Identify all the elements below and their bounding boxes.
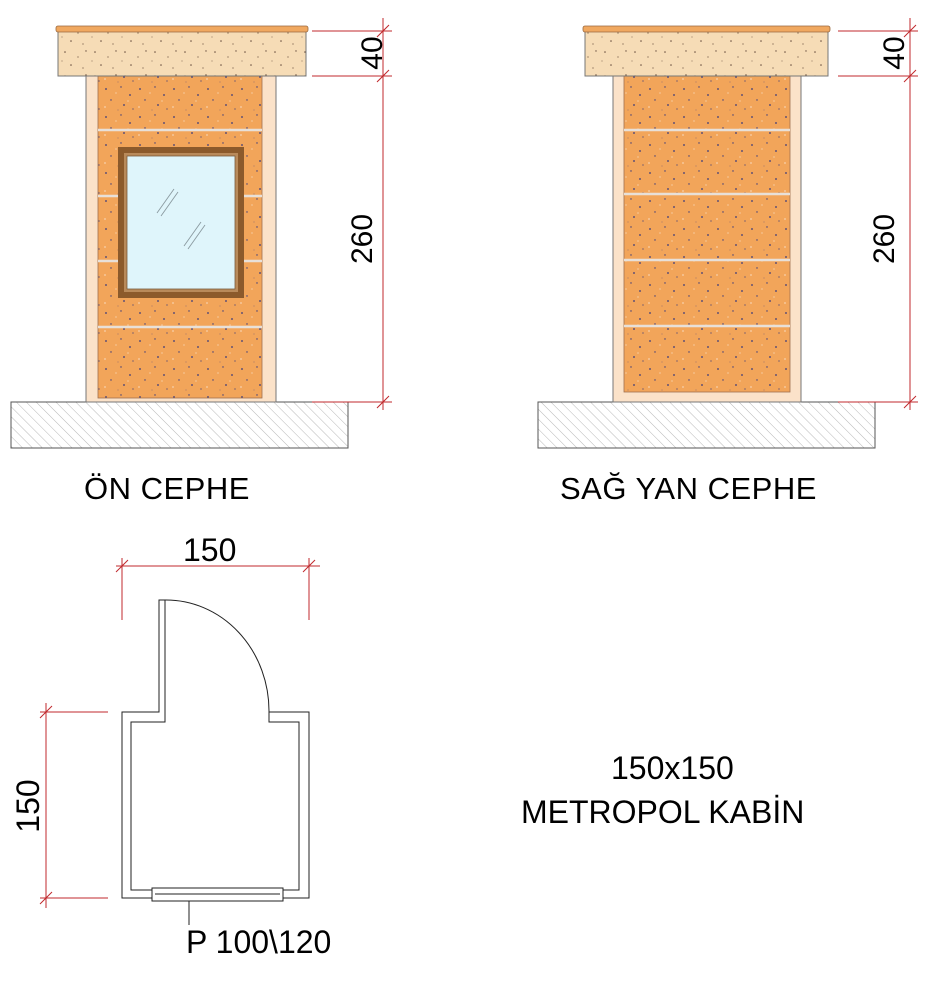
window <box>118 147 244 298</box>
front-dimension-lines <box>312 18 392 410</box>
plan-outer-wall <box>121 599 310 899</box>
side-cap-cornice <box>582 25 831 33</box>
door-label: P 100\120 <box>186 924 332 960</box>
front-dim-body-height: 260 <box>346 213 379 265</box>
side-dim-cap-height: 40 <box>878 36 911 70</box>
side-base-slab <box>537 401 876 449</box>
front-cap-cornice <box>55 25 309 33</box>
window-glass <box>126 155 236 290</box>
side-panel-joints <box>624 128 790 328</box>
side-dimension-lines <box>838 18 918 410</box>
caption-name: METROPOL KABİN <box>521 794 805 830</box>
caption-size: 150x150 <box>611 750 734 786</box>
side-panel <box>623 75 791 393</box>
plan-depth-dimension: 150 <box>10 779 46 833</box>
side-cap <box>584 30 829 77</box>
door-swing-arc <box>164 599 270 713</box>
plan-width-dimension: 150 <box>183 532 237 568</box>
side-elevation <box>537 18 918 449</box>
floor-plan <box>121 599 310 925</box>
front-elevation <box>10 18 392 449</box>
side-elevation-title: SAĞ YAN CEPHE <box>560 471 817 506</box>
side-dim-body-height: 260 <box>868 213 901 265</box>
front-base-slab <box>10 401 349 449</box>
front-dim-cap-height: 40 <box>356 36 389 70</box>
front-elevation-title: ÖN CEPHE <box>84 471 250 506</box>
front-cap <box>57 30 307 77</box>
plan-dimension-lines <box>39 558 320 908</box>
